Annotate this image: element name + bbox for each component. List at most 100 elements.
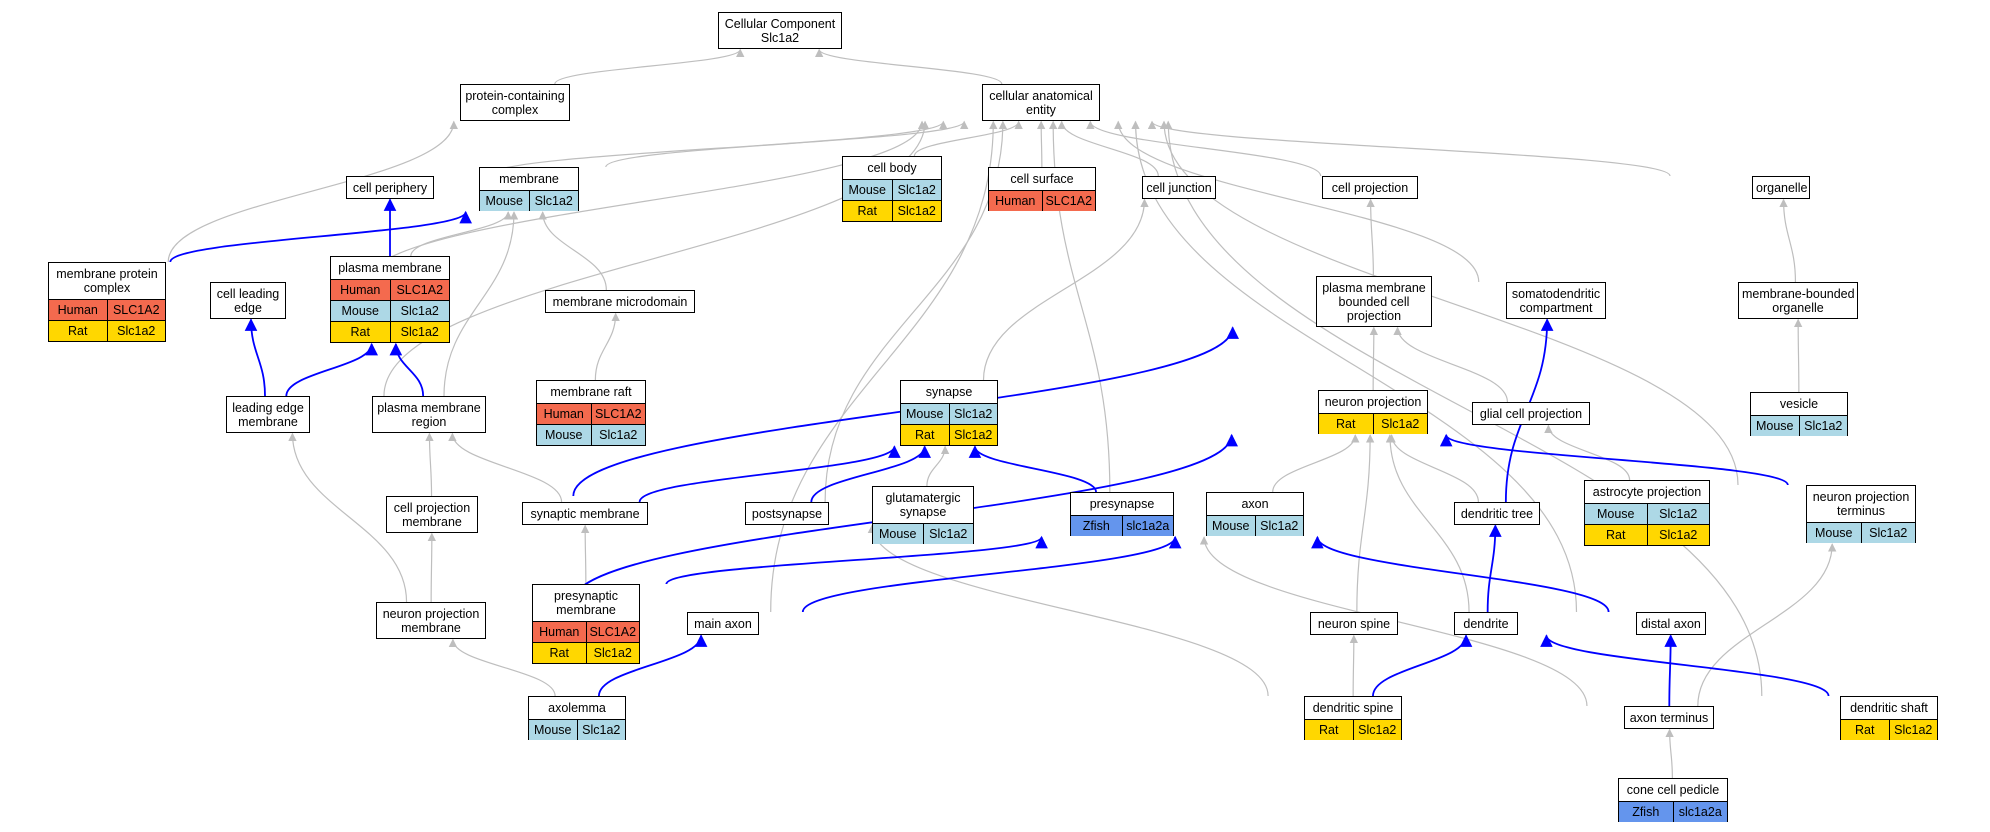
node-title-line: complex: [83, 281, 131, 295]
node-title: membrane microdomain: [546, 291, 694, 313]
species-cell: Human: [340, 283, 381, 297]
node-distaxon[interactable]: distal axon: [1636, 612, 1706, 635]
edge-synmem-to-pmr: [448, 432, 563, 503]
node-title: axon terminus: [1625, 707, 1713, 729]
node-title: presynapse: [1071, 493, 1173, 515]
node-title-line: glutamatergic: [885, 491, 961, 505]
node-title-line: dendrite: [1463, 617, 1509, 631]
node-cellperiph[interactable]: cell periphery: [346, 176, 434, 199]
gene-cell: Slc1a2: [106, 321, 166, 341]
node-cellproj[interactable]: cell projection: [1322, 176, 1418, 199]
node-title: cell body: [843, 157, 941, 179]
node-title-line: neuron projection: [382, 607, 480, 621]
node-title-line: membrane raft: [550, 385, 632, 399]
node-title-line: membrane: [499, 172, 559, 186]
edge-pm-to-membrane: [410, 211, 513, 257]
node-title: dendrite: [1455, 613, 1517, 635]
gene-cell: Slc1a2: [1646, 525, 1710, 545]
edge-dendrite-to-dtree: [1486, 524, 1502, 613]
edge-npm-to-cpm: [427, 532, 437, 603]
node-title-line: neuron spine: [1317, 617, 1391, 631]
node-title-line: cell projection: [393, 501, 471, 515]
node-title-line: cellular anatomical: [989, 89, 1093, 103]
edge-cle-to-cae: [366, 120, 927, 283]
node-title-line: main axon: [694, 617, 752, 631]
edge-presynmem-to-presyn: [665, 535, 1048, 585]
node-synmem[interactable]: synaptic membrane: [522, 502, 648, 525]
edge-dspine-to-postsyn: [867, 524, 1269, 697]
node-title-line: somatodendritic: [1511, 287, 1601, 301]
node-celljunction[interactable]: cell junction: [1142, 176, 1216, 199]
node-title-line: plasma membrane: [1322, 281, 1426, 295]
node-title-line: Cellular Component: [724, 17, 836, 31]
node-title-line: cone cell pedicle: [1626, 783, 1720, 797]
edge-nproj-to-pmbcp: [1369, 326, 1379, 391]
node-title-line: edge: [234, 301, 262, 315]
gene-cell: Slc1a2: [389, 322, 450, 342]
node-dtree[interactable]: dendritic tree: [1454, 502, 1540, 525]
species-cell: Rat: [1606, 528, 1626, 542]
node-title: cell periphery: [347, 177, 433, 199]
gene-cell: SLC1A2: [585, 622, 640, 642]
edge-mainaxon-to-axon: [801, 535, 1182, 613]
node-dendrite[interactable]: dendrite: [1454, 612, 1518, 635]
edge-pcc-to-cc: [554, 48, 745, 85]
node-title: organelle: [1753, 177, 1809, 199]
edge-cellsurface-to-cae: [1036, 120, 1046, 168]
node-title-line: presynapse: [1089, 497, 1155, 511]
node-title: synaptic membrane: [523, 503, 647, 525]
edge-synapse-to-celljunction: [982, 198, 1149, 381]
node-mmd[interactable]: membrane microdomain: [545, 290, 695, 313]
node-organelle[interactable]: organelle: [1752, 176, 1810, 199]
node-title: neuron spine: [1311, 613, 1397, 635]
node-axonterm[interactable]: axon terminus: [1624, 706, 1714, 729]
species-cell: Rat: [350, 325, 370, 339]
gene-cell: SLC1A2: [590, 404, 646, 424]
node-title-line: cell junction: [1146, 181, 1212, 195]
edge-sdc-to-cae: [1114, 120, 1480, 283]
node-title-line: neuron projection: [1324, 395, 1422, 409]
node-glialproj[interactable]: glial cell projection: [1472, 402, 1590, 425]
node-nspine[interactable]: neuron spine: [1310, 612, 1398, 635]
node-postsyn[interactable]: postsynapse: [745, 502, 829, 525]
node-mainaxon[interactable]: main axon: [687, 612, 759, 635]
